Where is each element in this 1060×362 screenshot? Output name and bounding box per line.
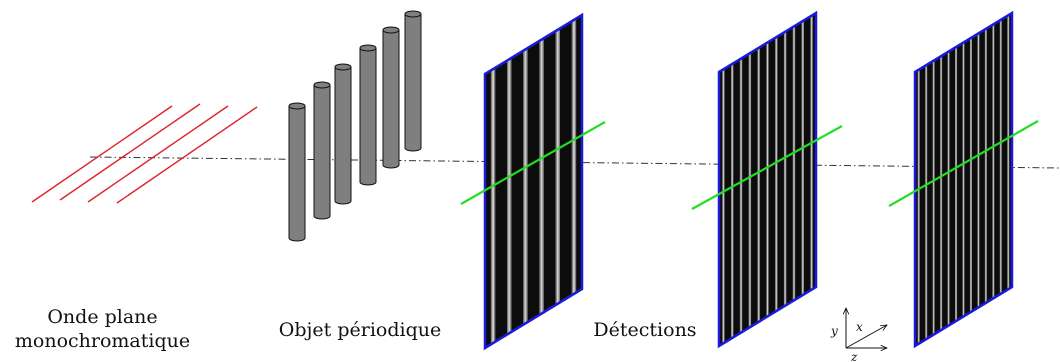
detection-screen	[888, 10, 1039, 349]
wave-front-line	[31, 105, 173, 203]
wave-front-line	[87, 105, 229, 203]
profile-line	[888, 120, 1039, 207]
caption-detections: Détections	[593, 319, 697, 341]
profile-line	[460, 121, 606, 205]
detection-screen	[691, 10, 843, 349]
axis-z-label: z	[850, 350, 858, 362]
caption-wave-line2: monochromatique	[14, 330, 191, 352]
periodic-object	[288, 10, 422, 242]
wave-front-line	[59, 103, 201, 201]
caption-object: Objet périodique	[278, 319, 442, 341]
cylinder	[404, 10, 422, 152]
detection-screen	[460, 12, 606, 351]
wave-front-line	[116, 106, 258, 204]
caption-wave: Onde plane monochromatique	[10, 305, 195, 353]
axis-y-label: y	[830, 324, 838, 338]
profile-line	[691, 125, 843, 210]
plane-wave	[31, 103, 258, 204]
cylinder	[382, 26, 400, 169]
detection-screens	[460, 10, 1039, 351]
cylinder	[288, 102, 306, 242]
axis-x-label: x	[856, 320, 863, 334]
cylinder	[334, 63, 352, 205]
cylinder	[359, 44, 377, 186]
cylinder	[313, 81, 331, 220]
caption-wave-line1: Onde plane	[47, 306, 158, 328]
axes-icon: y x z	[830, 308, 887, 362]
